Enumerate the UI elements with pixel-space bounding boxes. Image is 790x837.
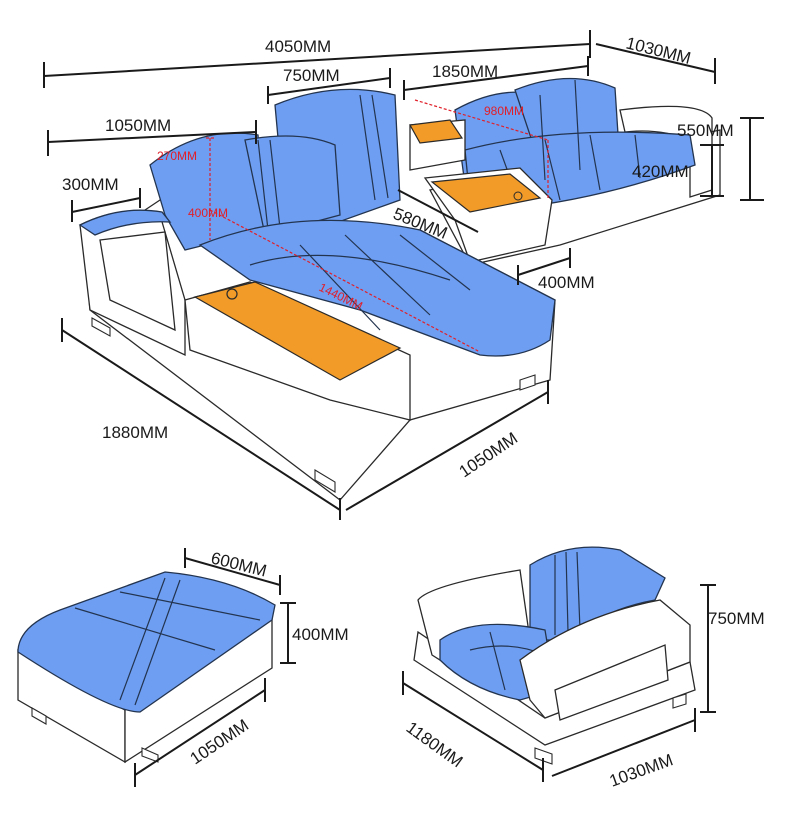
label-left-section: 1050MM — [105, 116, 171, 135]
foot-front — [314, 469, 336, 493]
dim-line-300 — [71, 197, 141, 213]
left-arm-top — [78, 209, 172, 236]
ottoman-foot-left — [31, 707, 47, 725]
ottoman-drawing: 600MM 400MM 1050MM — [17, 548, 349, 787]
table-button-icon — [226, 288, 238, 300]
label-total-length: 4050MM — [265, 37, 331, 56]
dim-line-1850 — [403, 65, 589, 91]
ottoman-cushion — [17, 571, 276, 713]
console-lower-panel — [430, 173, 542, 213]
label-chair-depth: 1030MM — [607, 750, 676, 790]
chaise-seams — [249, 234, 471, 331]
chair-arm-opening — [554, 644, 669, 721]
label-chaise-width-top: 1030MM — [624, 33, 693, 67]
dim-line-ottoman-length — [134, 689, 266, 776]
label-arm-width: 300MM — [62, 175, 119, 194]
dim-line-total — [43, 43, 591, 77]
label-back-height: 400MM — [188, 206, 228, 220]
label-headrest-height: 270MM — [157, 149, 197, 163]
label-seat-depth-red: 980MM — [484, 104, 524, 118]
right-arm — [619, 105, 713, 198]
chair-foot-front — [534, 747, 553, 765]
console-top-panel — [409, 119, 464, 144]
label-chair-height: 750MM — [708, 609, 765, 628]
dim-line-chair-width — [402, 682, 544, 771]
label-total-height: 550MM — [677, 121, 734, 140]
label-right-section: 1850MM — [432, 62, 498, 81]
dim-line-750 — [267, 77, 391, 96]
red-dim-980 — [414, 99, 549, 141]
side-table-top — [193, 281, 402, 381]
center-back-cushion — [244, 135, 341, 236]
dim-line-1050-top — [47, 131, 257, 143]
main-sofa-drawing: 4050MM 1030MM 750MM 1850MM 1050MM 550MM … — [43, 30, 764, 520]
label-chaise-width: 1050MM — [456, 429, 521, 482]
foot-right — [519, 374, 536, 391]
armchair-drawing: 750MM 1180MM 1030MM — [402, 546, 765, 791]
right-back-seams — [539, 79, 581, 181]
chair-back-seams — [554, 551, 581, 635]
label-ottoman-height: 400MM — [292, 625, 349, 644]
label-seat-height: 420MM — [632, 162, 689, 181]
cup-holder-icon — [513, 191, 523, 201]
label-ottoman-length: 1050MM — [187, 716, 252, 769]
ottoman-seams — [74, 577, 261, 706]
dim-line-1030 — [595, 43, 716, 73]
label-ottoman-width: 600MM — [209, 548, 269, 580]
back-cushion-seams — [257, 94, 389, 231]
dim-line-400 — [517, 257, 571, 276]
label-headrest-width: 750MM — [283, 66, 340, 85]
dim-line-1050-chaise — [345, 391, 549, 511]
dim-line-1880 — [61, 329, 341, 511]
foot-left — [91, 317, 111, 337]
dim-line-580 — [397, 189, 479, 233]
label-console-width: 400MM — [538, 273, 595, 292]
chaise-seat-cushion — [198, 219, 556, 357]
chair-foot-right — [672, 693, 687, 709]
dim-line-600 — [184, 557, 281, 586]
ottoman-foot-front — [141, 747, 159, 763]
dim-line-chair-depth — [551, 719, 696, 777]
label-chair-width: 1180MM — [403, 718, 467, 772]
label-chaise-length: 1880MM — [102, 423, 168, 442]
left-arm-opening — [99, 231, 176, 332]
red-dim-1440 — [209, 209, 481, 353]
